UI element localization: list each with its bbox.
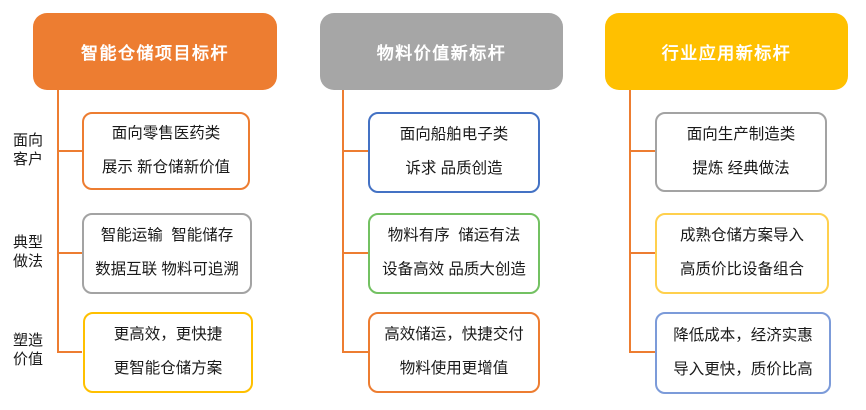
detail-box: 成熟仓储方案导入 高质价比设备组合	[655, 213, 829, 294]
branch-line	[631, 351, 655, 353]
column-header: 物料价值新标杆	[320, 13, 563, 90]
detail-box: 物料有序 储运有法 设备高效 品质大创造	[368, 213, 540, 294]
box-line: 面向船舶电子类	[399, 126, 509, 144]
box-line: 高效储运，快捷交付	[384, 326, 524, 344]
branch-line	[344, 252, 368, 254]
detail-box: 高效储运，快捷交付 物料使用更增值	[368, 312, 540, 393]
trunk-line	[629, 90, 631, 353]
branch-line	[631, 150, 655, 152]
branch-line	[59, 351, 82, 353]
box-line: 更高效，更快捷	[113, 326, 223, 344]
detail-box: 智能运输 智能储存 数据互联 物料可追溯	[82, 213, 252, 294]
detail-box: 面向零售医药类 展示 新仓储新价值	[82, 112, 250, 190]
detail-box: 面向生产制造类 提炼 经典做法	[655, 112, 827, 192]
box-line: 成熟仓储方案导入	[679, 227, 804, 245]
box-line: 面向生产制造类	[686, 125, 796, 143]
row-label: 面向 客户	[12, 132, 43, 168]
column-header: 行业应用新标杆	[605, 13, 848, 90]
trunk-line	[342, 90, 344, 353]
box-line: 导入更快，质价比高	[673, 360, 813, 378]
box-line: 物料使用更增值	[399, 360, 509, 377]
branch-line	[344, 150, 368, 152]
branch-line	[344, 351, 368, 353]
box-line: 高质价比设备组合	[679, 261, 804, 278]
branch-line	[59, 252, 82, 254]
detail-box: 降低成本，经济实惠 导入更快，质价比高	[655, 312, 831, 394]
branch-line	[631, 252, 655, 254]
detail-box: 面向船舶电子类 诉求 品质创造	[368, 112, 540, 193]
box-line: 物料有序 储运有法	[387, 227, 521, 245]
box-line: 提炼 经典做法	[692, 159, 790, 177]
box-line: 设备高效 品质大创造	[382, 261, 526, 278]
column-header: 智能仓储项目标杆	[33, 13, 277, 90]
box-line: 数据互联 物料可追溯	[95, 261, 239, 278]
branch-line	[59, 150, 82, 152]
trunk-line	[57, 90, 59, 353]
detail-box: 更高效，更快捷 更智能仓储方案	[83, 312, 253, 393]
box-line: 更智能仓储方案	[113, 360, 223, 377]
row-label: 塑造 价值	[12, 332, 43, 368]
row-label: 典型 做法	[12, 234, 43, 270]
box-line: 诉求 品质创造	[405, 160, 503, 177]
box-line: 面向零售医药类	[111, 124, 221, 142]
box-line: 展示 新仓储新价值	[101, 158, 231, 176]
box-line: 降低成本，经济实惠	[673, 326, 813, 344]
box-line: 智能运输 智能储存	[100, 227, 234, 245]
